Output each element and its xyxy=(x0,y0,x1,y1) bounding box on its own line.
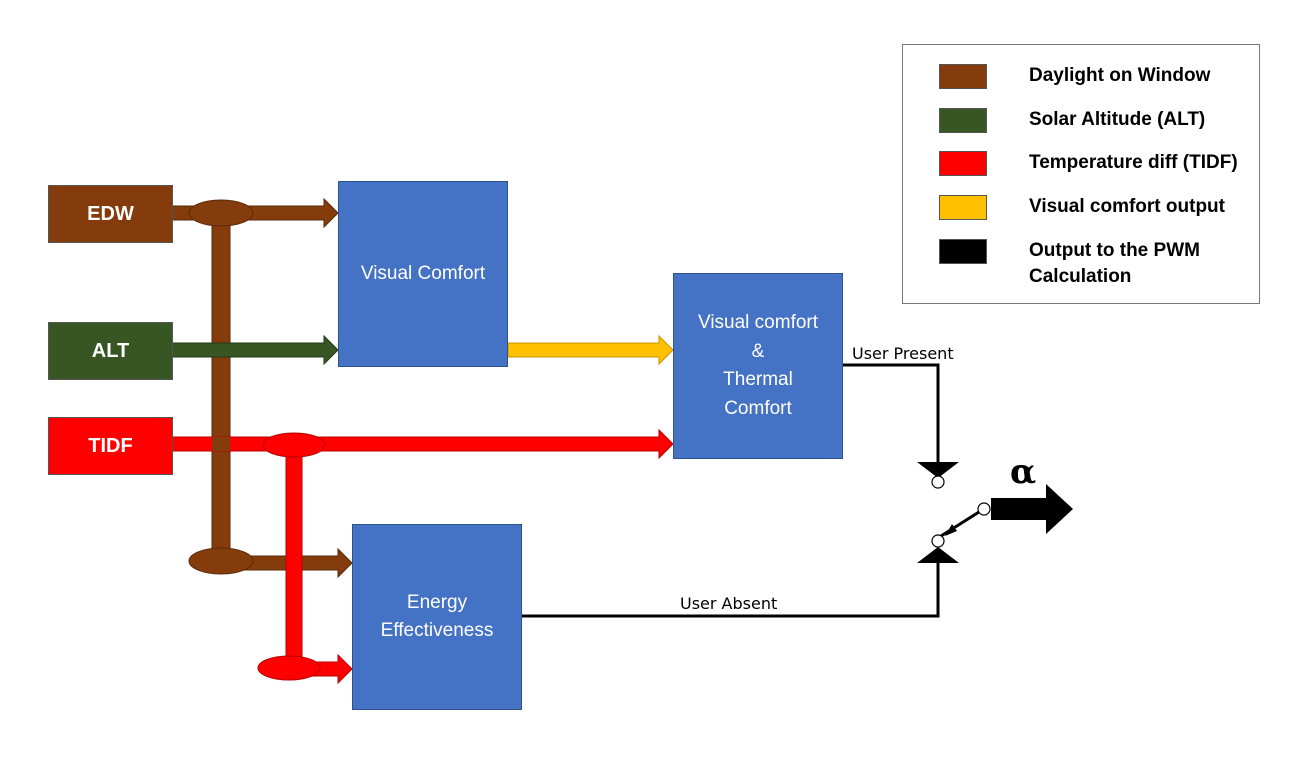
tidf-junction-top xyxy=(262,432,326,458)
alt-signal-path xyxy=(171,334,339,366)
combined-line-1: Visual comfort xyxy=(697,312,819,333)
legend-swatch-visual-output xyxy=(939,195,987,220)
tidf-signal-paths xyxy=(171,428,674,685)
alpha-output-arrow xyxy=(991,484,1073,534)
combined-line-2: & xyxy=(751,340,765,362)
tidf-input: TIDF xyxy=(48,417,173,475)
user-absent-line xyxy=(521,560,940,618)
legend-label-temperature: Temperature diff (TIDF) xyxy=(1029,152,1238,173)
combined-line-3: Thermal xyxy=(723,369,793,390)
energy-line-1: Energy xyxy=(406,591,468,613)
edw-vertical-trunk xyxy=(211,212,231,564)
tidf-input-label: TIDF xyxy=(88,434,133,457)
legend-swatch-pwm-output xyxy=(939,239,987,264)
user-absent-arrowhead xyxy=(917,547,959,563)
tidf-vertical-trunk xyxy=(285,444,303,671)
energy-effectiveness-block: Energy Effectiveness xyxy=(352,524,522,710)
edw-trunk-overlay xyxy=(212,437,230,451)
legend-swatch-altitude xyxy=(939,108,987,133)
legend-label-altitude: Solar Altitude (ALT) xyxy=(1029,109,1206,130)
legend: Daylight on Window Solar Altitude (ALT) … xyxy=(902,44,1260,304)
user-present-arrowhead xyxy=(917,462,959,478)
legend-label-daylight: Daylight on Window xyxy=(1029,65,1211,86)
user-present-line xyxy=(843,363,940,470)
switch-pivot xyxy=(977,502,991,516)
alt-input-label: ALT xyxy=(91,339,130,362)
alpha-symbol: α xyxy=(1010,452,1037,492)
user-absent-label: User Absent xyxy=(680,594,778,613)
switch-contact-upper xyxy=(931,475,945,489)
pwm-output-paths xyxy=(521,363,980,618)
combined-line-4: Comfort xyxy=(724,397,792,419)
edw-input-label: EDW xyxy=(87,202,134,225)
energy-line-2: Effectiveness xyxy=(380,620,494,641)
visual-comfort-output-arrow xyxy=(507,334,674,366)
alt-input: ALT xyxy=(48,322,173,380)
switch-lever xyxy=(940,510,980,538)
visual-thermal-comfort-block: Visual comfort & Thermal Comfort xyxy=(673,273,843,459)
tidf-junction-bottom xyxy=(257,655,321,681)
legend-swatch-daylight xyxy=(939,64,987,89)
legend-label-pwm-output: Output to the PWM Calculation xyxy=(1029,240,1200,287)
edw-input: EDW xyxy=(48,185,173,243)
tidf-arrow-to-combined xyxy=(171,428,674,460)
edw-junction-top xyxy=(188,199,254,227)
visual-comfort-block: Visual Comfort xyxy=(338,181,508,367)
switch-contact-lower xyxy=(931,534,945,548)
alt-arrow-to-visual-comfort xyxy=(171,334,339,366)
visual-comfort-label: Visual Comfort xyxy=(360,262,486,284)
edw-junction-bottom xyxy=(188,547,254,575)
switch-lever-head xyxy=(945,524,957,536)
legend-swatch-temperature xyxy=(939,151,987,176)
user-present-label: User Present xyxy=(852,344,954,363)
legend-label-visual-output: Visual comfort output xyxy=(1029,196,1225,217)
edw-signal-paths xyxy=(171,197,353,579)
